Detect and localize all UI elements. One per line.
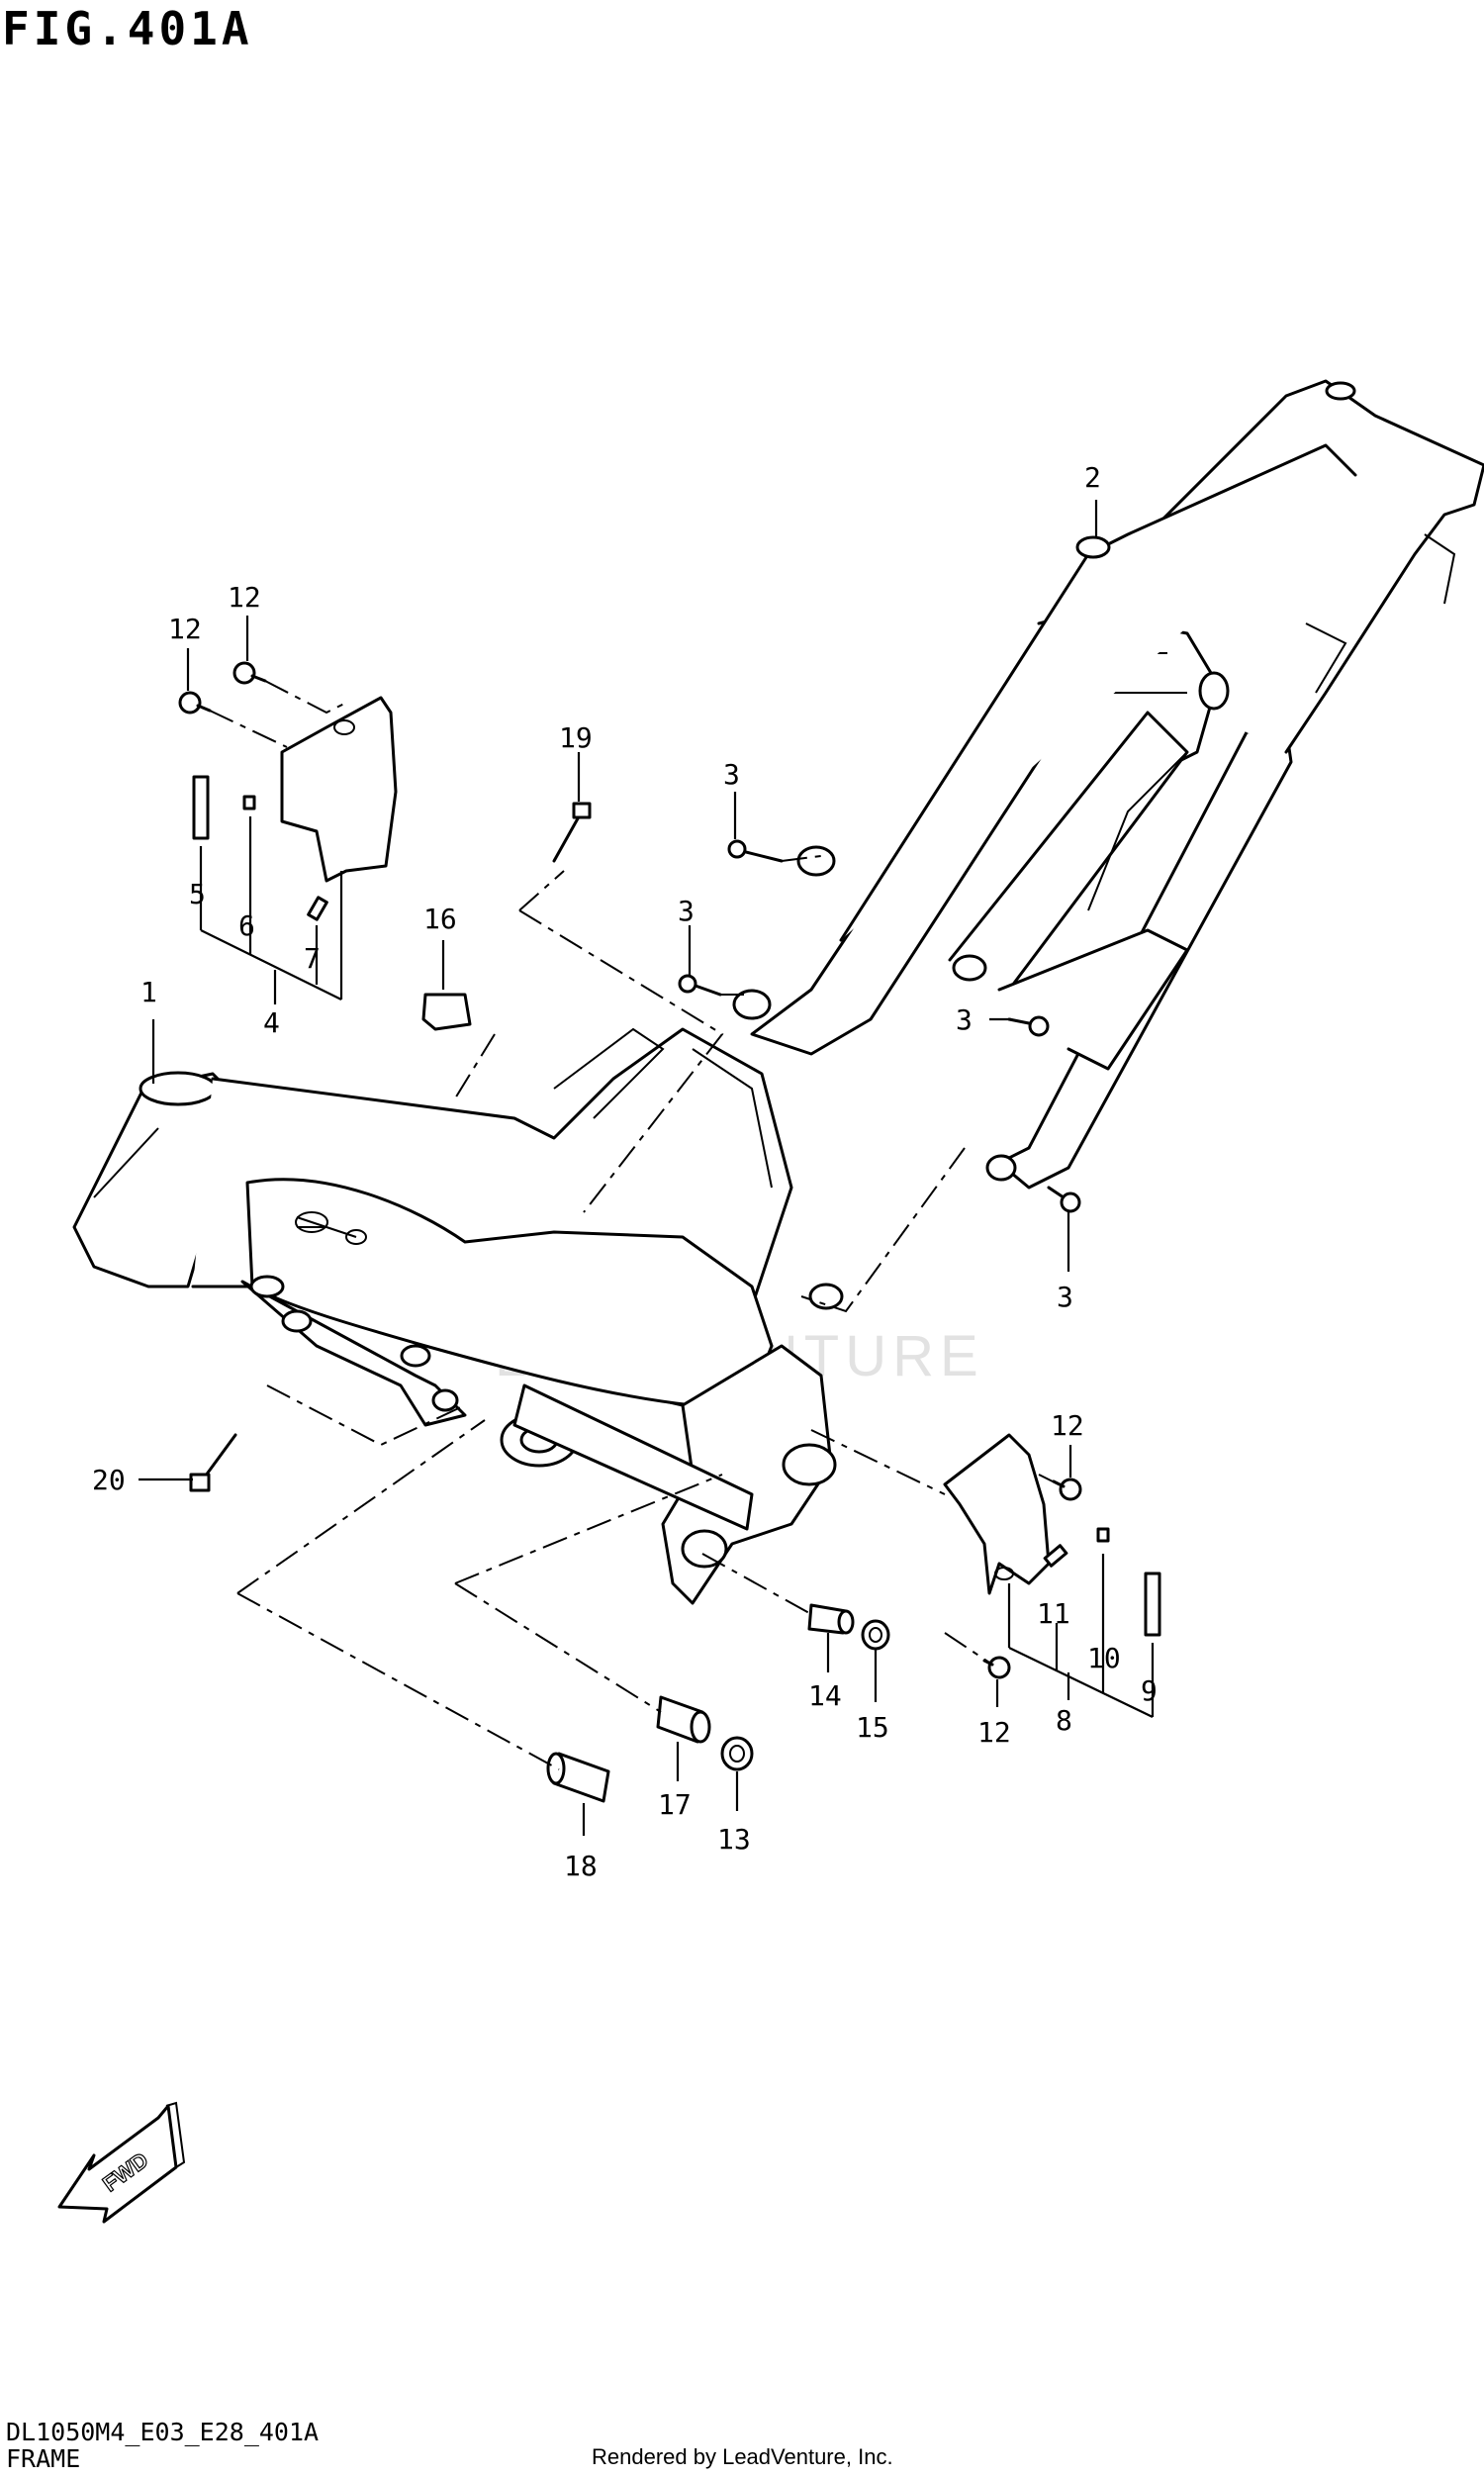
callout-12-b: 12 [168,613,202,645]
label-7 [307,896,328,921]
label-6 [242,795,256,810]
bolt-19 [552,802,592,863]
callout-10: 10 [1087,1642,1121,1674]
collar-16 [421,993,472,1031]
callout-13: 13 [717,1823,751,1856]
callout-3-b: 3 [678,895,695,927]
callout-12-a: 12 [228,581,261,614]
callout-15: 15 [856,1711,889,1744]
screw-12-d [982,1656,1011,1679]
callout-9: 9 [1141,1674,1158,1707]
label-5 [192,775,210,840]
rear-subframe [732,379,1484,1190]
callout-2: 2 [1084,461,1101,494]
bolt-20 [189,1433,237,1492]
screw-12-a [178,691,212,715]
bushing-18 [546,1752,610,1803]
label-9 [1144,1572,1161,1637]
spacer-14 [807,1603,855,1635]
callout-8: 8 [1056,1704,1072,1737]
diagram-code: DL1050M4_E03_E28_401A [6,2418,320,2446]
collar-17 [656,1695,711,1744]
callout-20: 20 [92,1464,126,1496]
left-cover-plate [280,696,398,883]
callout-17: 17 [658,1788,692,1821]
bolt-3-d [1047,1186,1081,1213]
callout-6: 6 [238,909,255,942]
callout-16: 16 [423,903,457,935]
screw-12-c [1052,1478,1082,1501]
screw-12-b [232,661,267,685]
callout-18: 18 [564,1850,598,1882]
render-credit: Rendered by LeadVenture, Inc. [592,2444,893,2469]
bolt-3-c [1007,1015,1050,1037]
bolt-3-b [678,974,722,997]
callout-4: 4 [263,1006,280,1039]
callout-14: 14 [808,1679,842,1712]
callout-3-d: 3 [1057,1281,1073,1313]
callout-12-d: 12 [977,1716,1011,1749]
nut-13 [720,1736,754,1771]
diagram-name: FRAME [6,2444,81,2473]
label-11 [1043,1544,1068,1568]
right-cover-plate [943,1433,1051,1595]
figure-title: FIG.401A [2,2,253,55]
callout-12-c: 12 [1051,1409,1084,1442]
callout-7: 7 [304,942,321,975]
callout-3-c: 3 [956,1003,973,1036]
main-frame [72,1027,844,1605]
callout-5: 5 [189,878,206,910]
callout-1: 1 [140,976,157,1008]
callout-19: 19 [559,721,593,754]
label-10 [1096,1527,1110,1543]
callout-3-a: 3 [723,758,740,791]
bolt-3-a [727,839,784,863]
fwd-arrow-icon: FWD [57,2101,186,2224]
callout-11: 11 [1037,1597,1070,1630]
nut-15 [861,1619,890,1651]
